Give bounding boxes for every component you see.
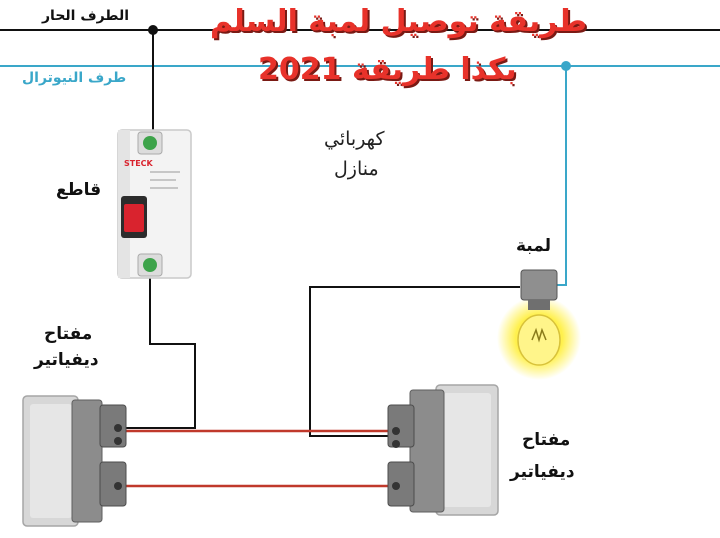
switch-to-lamp-wire: [309, 286, 520, 437]
caption-line-2: منازل: [334, 158, 379, 180]
breaker-label: قاطع: [56, 180, 102, 200]
right-switch-label-line-2: ديفياتير: [510, 462, 575, 482]
breaker-to-switch-wire: [122, 278, 196, 429]
caption-line-1: كهربائي: [324, 128, 385, 150]
neutral-wire-label: طرف النيوترال: [22, 70, 127, 86]
circuit-breaker: STECK: [117, 129, 192, 279]
neutral-to-lamp-wire: [552, 66, 567, 286]
breaker-brand: STECK: [124, 159, 154, 168]
lamp: [497, 269, 581, 380]
left-two-way-switch: [22, 395, 127, 527]
title-line-2: بكذا طريقة 2021: [258, 52, 517, 87]
right-two-way-switch: [387, 384, 499, 516]
lamp-label: لمبة: [516, 236, 552, 256]
left-switch-label-line-1: مفتاح: [44, 324, 93, 344]
left-switch-label-line-2: ديفياتير: [34, 350, 99, 370]
live-wire-label: الطرف الحار: [42, 8, 130, 24]
right-switch-label-line-1: مفتاح: [522, 430, 571, 450]
title-line-1: طريقة توصيل لمبة السلم: [210, 4, 588, 39]
